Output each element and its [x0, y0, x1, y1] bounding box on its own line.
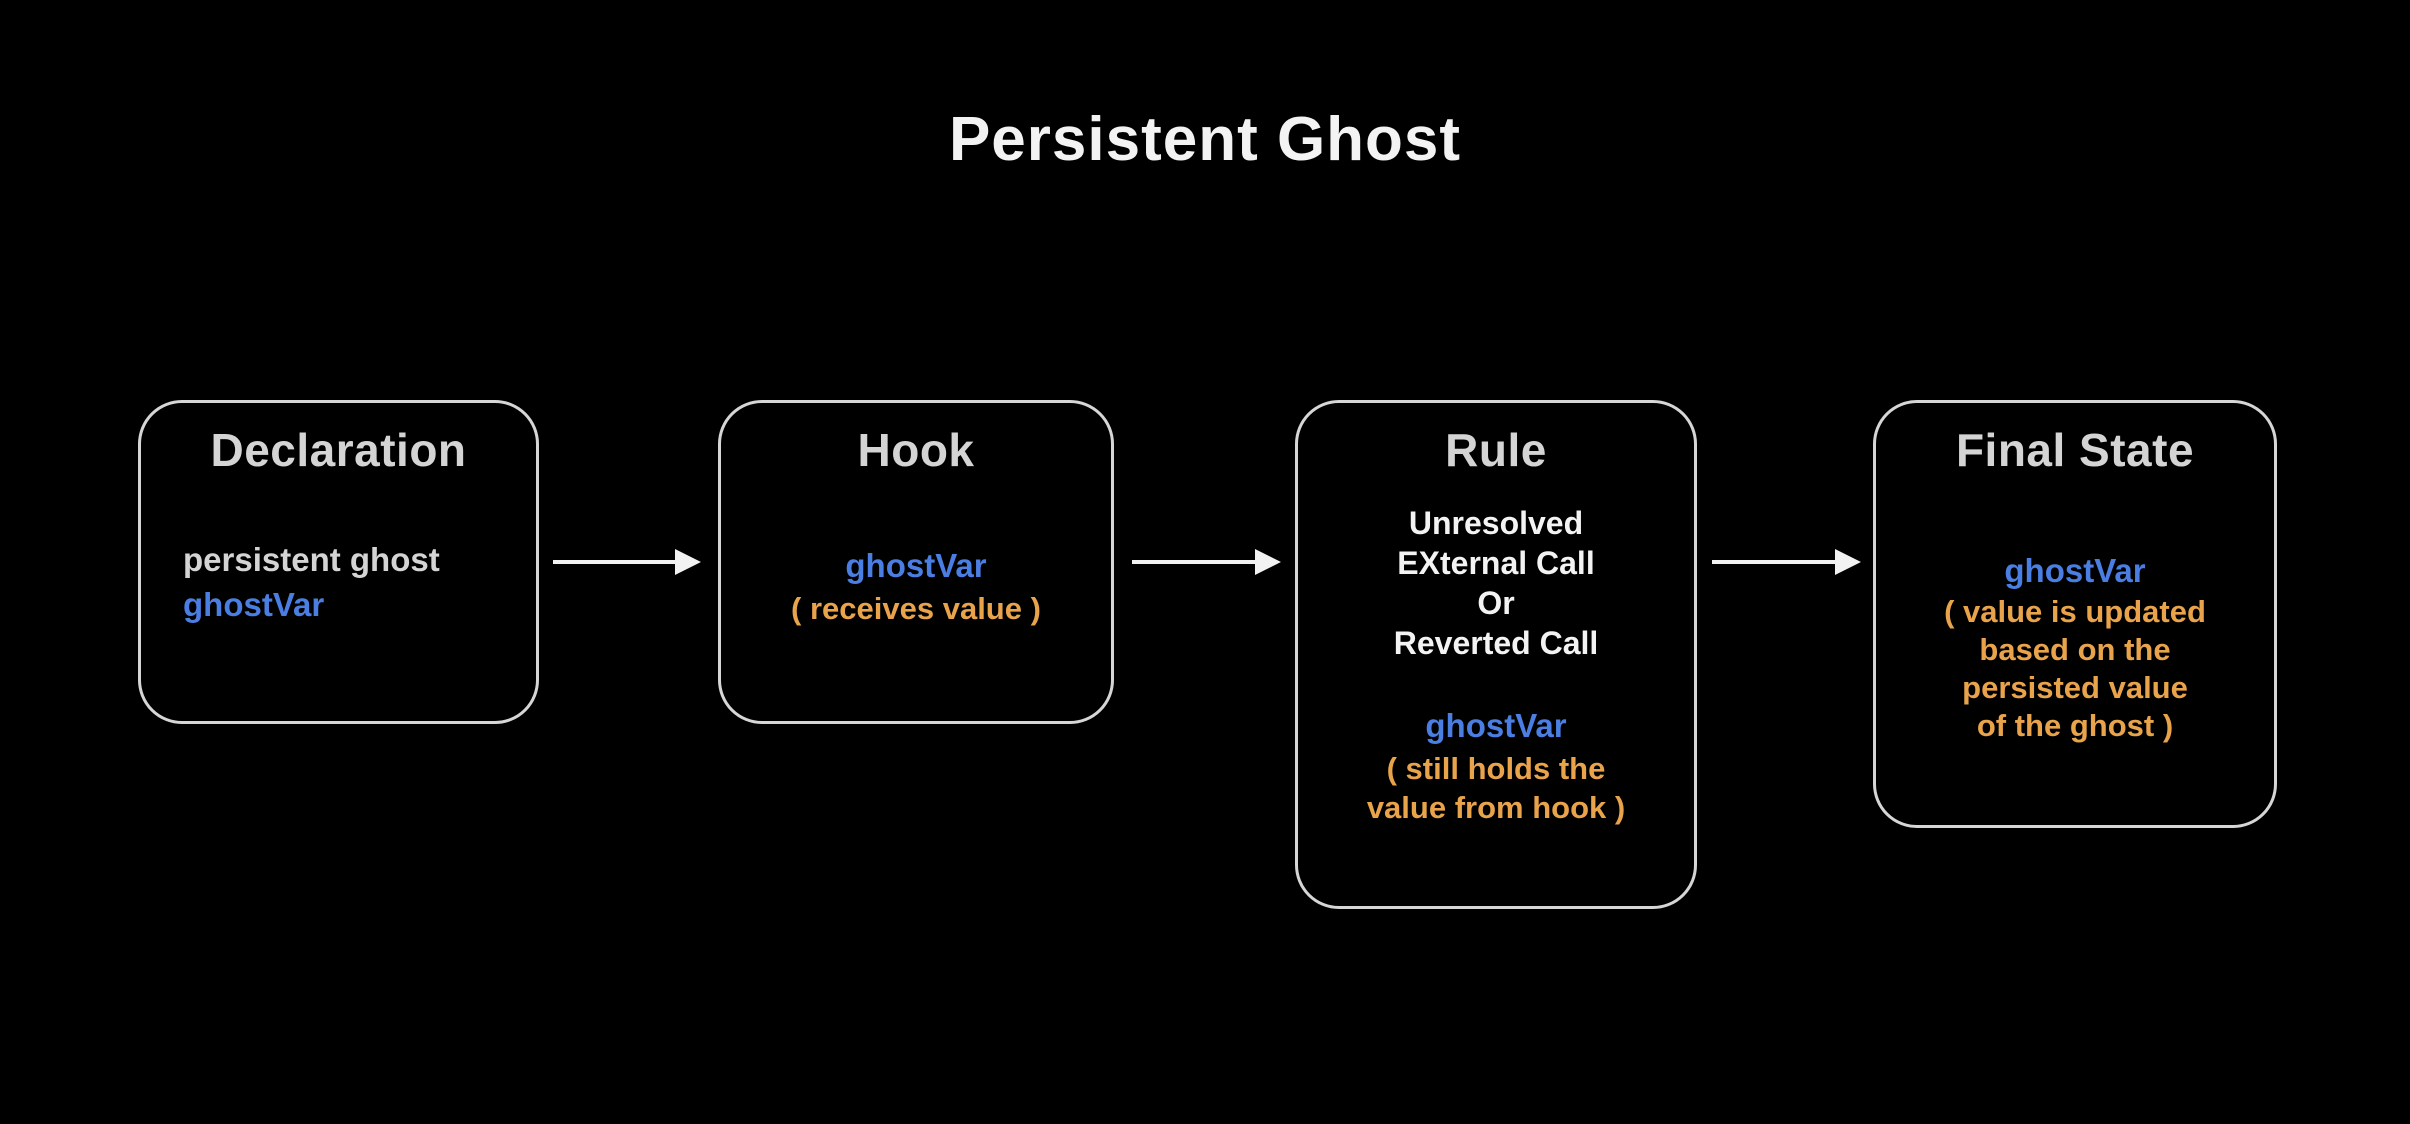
arrow-head-icon — [1835, 549, 1861, 575]
box-content-final-state: ghostVar ( value is updated based on the… — [1876, 549, 2274, 745]
page-title: Persistent Ghost — [948, 105, 1462, 174]
arrow-shaft — [1132, 560, 1261, 564]
rule-condition-line: Or — [1477, 585, 1515, 621]
note-line: ( receives value ) — [791, 591, 1041, 626]
note-line: ( still holds the — [1386, 751, 1606, 786]
flow-arrow-hook-to-rule — [1132, 549, 1281, 575]
arrow-shaft — [1712, 560, 1841, 564]
note-line: value from hook ) — [1366, 790, 1626, 825]
rule-condition-line: EXternal Call — [1397, 545, 1595, 581]
box-title-declaration: Declaration — [210, 424, 467, 476]
ghost-var-name: ghostVar — [183, 586, 325, 623]
flow-arrow-declaration-to-hook — [553, 549, 701, 575]
note-line: of the ghost ) — [1976, 708, 2174, 743]
stage-box-rule: Rule Unresolved EXternal Call Or Reverte… — [1295, 400, 1697, 909]
rule-condition-line: Unresolved — [1408, 505, 1584, 541]
note-line: persisted value — [1962, 670, 2188, 705]
box-title-rule: Rule — [1445, 424, 1547, 476]
note-line: ( value is updated — [1944, 594, 2206, 629]
stage-box-declaration: Declaration persistent ghost ghostVar — [138, 400, 539, 724]
note-line: based on the — [1979, 632, 2171, 667]
box-content-declaration: persistent ghost ghostVar — [183, 537, 440, 627]
ghost-var-name: ghostVar — [2004, 552, 2146, 589]
stage-box-hook: Hook ghostVar ( receives value ) — [718, 400, 1114, 724]
arrow-head-icon — [675, 549, 701, 575]
box-title-final-state: Final State — [1955, 424, 2195, 476]
box-title-hook: Hook — [857, 424, 975, 476]
box-content-hook: ghostVar ( receives value ) — [721, 543, 1111, 630]
arrow-head-icon — [1255, 549, 1281, 575]
flow-arrow-rule-to-final-state — [1712, 549, 1861, 575]
ghost-var-name: ghostVar — [1425, 707, 1567, 744]
box-content-rule: Unresolved EXternal Call Or Reverted Cal… — [1298, 503, 1694, 827]
arrow-shaft — [553, 560, 681, 564]
stage-box-final-state: Final State ghostVar ( value is updated … — [1873, 400, 2277, 828]
ghost-var-name: ghostVar — [845, 547, 987, 584]
code-line: persistent ghost — [183, 541, 440, 578]
rule-condition-line: Reverted Call — [1393, 625, 1599, 661]
